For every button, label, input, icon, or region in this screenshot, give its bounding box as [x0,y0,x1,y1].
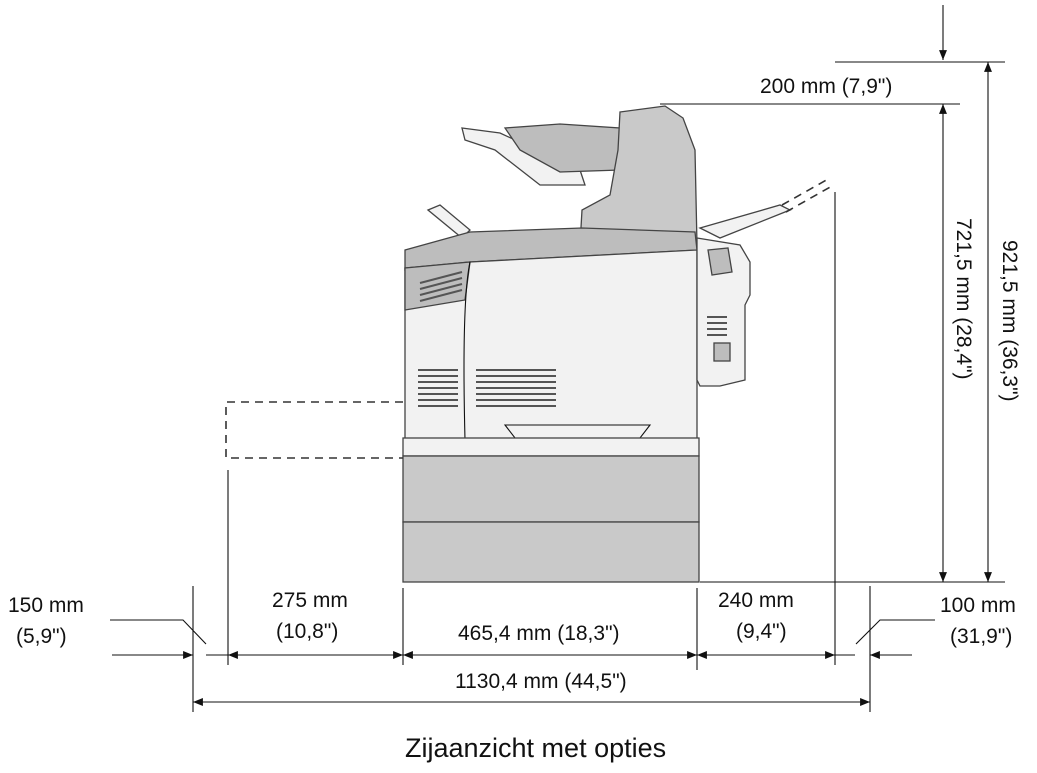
dimension-lines [110,5,1005,712]
label-tray-depth-in: (10,8") [276,620,338,643]
printer-illustration [225,105,833,583]
label-left-clearance-mm: 150 mm [8,594,84,617]
label-top-clearance: 200 mm (7,9") [760,75,892,98]
label-right-clearance-in: (9,4") [736,620,787,643]
label-right-clearance-mm: 240 mm [718,589,794,612]
label-tray-depth-mm: 275 mm [272,589,348,612]
label-printer-depth: 465,4 mm (18,3") [458,622,620,645]
label-far-right-in: (31,9") [950,625,1012,648]
label-total-width: 1130,4 mm (44,5") [455,670,627,693]
label-left-clearance-in: (5,9") [16,625,67,648]
diagram-caption: Zijaanzicht met opties [405,733,666,763]
vent-lower-right [476,369,556,407]
vent-lower-left [418,369,458,407]
label-height-printer: 721,5 mm (28,4") [952,218,975,380]
vent-top [419,271,463,302]
vent-side [707,316,727,336]
label-height-total: 921,5 mm (36,3") [998,240,1021,402]
label-far-right-mm: 100 mm [940,594,1016,617]
